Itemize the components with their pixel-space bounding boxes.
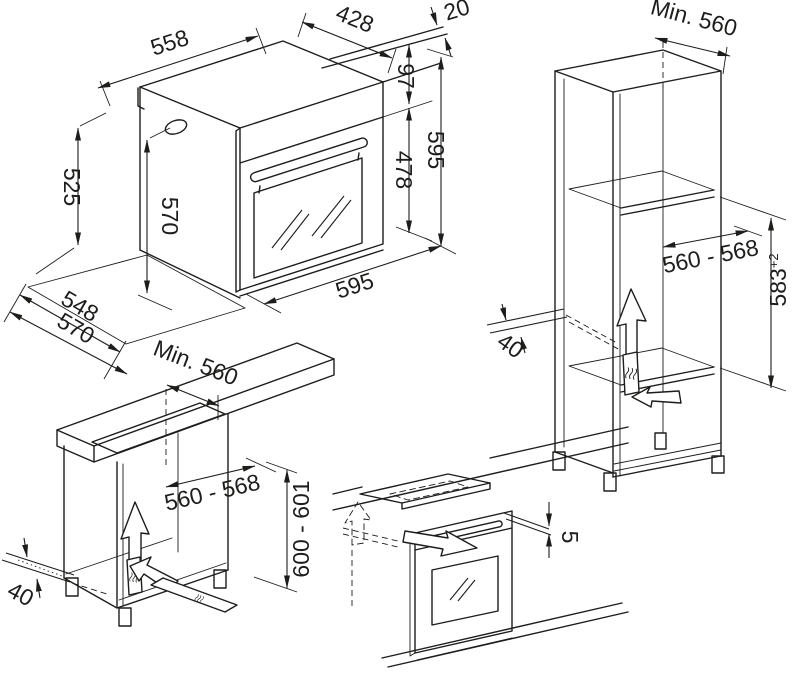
side-view-dimensions: 5 — [503, 502, 583, 558]
oven-isometric-figure: 558 428 20 97 478 595 595 570 525 — [3, 0, 473, 380]
door-glass-shine — [271, 195, 352, 251]
tall-cabinet-body — [552, 49, 725, 492]
tall-cabinet-figure: Min. 560 560 - 568 583+2 40 — [486, 0, 791, 492]
plinth-vent-strip — [150, 577, 238, 613]
dim-panel-height: 97 — [393, 63, 419, 89]
dim-niche-height: 583+2 — [765, 253, 791, 306]
dim-niche-width: 560 - 568 — [660, 234, 760, 278]
side-view-figure: 5 — [332, 426, 629, 668]
dim-side-height: 570 — [157, 197, 183, 235]
door-handle — [249, 137, 368, 194]
airflow-up-arrow — [616, 288, 647, 361]
dim-depth-top: 428 — [332, 0, 377, 38]
dim-min-depth: Min. 560 — [648, 0, 740, 41]
tall-cabinet-dimensions: Min. 560 560 - 568 583+2 40 — [486, 0, 791, 392]
dim-top-edge: 20 — [441, 0, 473, 26]
dim-total-width: 595 — [332, 267, 377, 304]
dim-width-top: 558 — [147, 24, 192, 61]
dim-worktop-gap: 5 — [557, 531, 583, 544]
dim-door-height: 478 — [391, 151, 417, 189]
dim-total-height: 595 — [423, 131, 449, 169]
cabinet-feet — [65, 569, 227, 627]
dim-vent-gap: 40 — [3, 576, 38, 611]
tall-cabinet-airflow — [616, 288, 682, 408]
dim-back-height: 525 — [59, 168, 85, 206]
airflow-out-arrow — [402, 530, 478, 557]
airflow-up-arrow — [120, 501, 150, 569]
dim-height-range: 600 - 601 — [288, 480, 314, 577]
hob-cutout — [91, 402, 226, 454]
base-cabinet-figure: Min. 560 560 - 568 600 - 601 40 — [1, 335, 335, 627]
base-cabinet-airflow — [120, 501, 238, 613]
worktop — [56, 342, 335, 463]
dim-min-depth: Min. 560 — [150, 335, 242, 391]
side-view-airflow — [342, 501, 478, 608]
oven-dimensions: 558 428 20 97 478 595 595 570 525 — [3, 0, 473, 380]
airflow-back-arrow — [631, 386, 682, 408]
oven-door — [249, 137, 368, 279]
hob — [359, 473, 491, 510]
dim-vent-gap: 40 — [493, 327, 529, 363]
cable-hole — [164, 119, 188, 135]
cabinet-feet — [552, 432, 725, 492]
airflow-up-arrow-dashed — [344, 501, 372, 546]
